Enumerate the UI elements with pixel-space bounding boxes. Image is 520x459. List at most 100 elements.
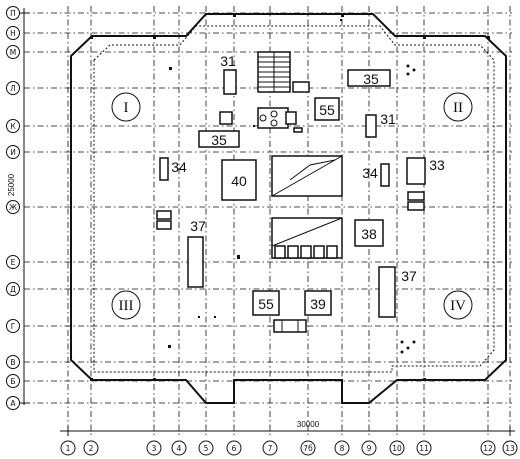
vertical-dimension-label: 25000 [7,173,16,196]
equipment-label-37-left: 37 [190,218,206,234]
equipment-label-31-top: 31 [220,53,236,69]
equipment-55-bottom: 55 [252,290,280,316]
zone-label-ii: II [453,100,463,116]
axis-label-zh: Ж [9,203,17,212]
axis-label-col-2: 2 [89,444,94,453]
axis-bubble-col-5 [198,440,214,456]
zone-marker-iv [443,290,473,320]
axis-label-n: Н [10,29,16,38]
equipment-37-left: 37 [187,218,206,288]
axis-label-col-3: 3 [152,444,157,453]
equipment-55-top: 55 [314,97,340,121]
zone-label-iv: IV [450,298,466,314]
axis-bubble-p [6,6,20,20]
axis-label-v: В [10,358,15,367]
zone-label-i: I [124,100,129,116]
axis-bubble-col-10 [389,440,405,456]
axis-bubble-m [6,45,20,59]
horizontal-dimension-label: 30000 [297,420,320,429]
equipment-label-33: 33 [429,157,445,173]
equipment-39: 39 [304,290,332,316]
equipment-label-31-right: 31 [380,111,396,127]
axis-bubble-n [6,26,20,40]
axis-bubble-k [6,119,20,133]
axis-bubble-zh [6,200,20,214]
axis-bubble-col-2 [83,440,99,456]
axis-bubble-col-3 [146,440,162,456]
axis-label-col-6: 6 [232,444,237,453]
equipment-label-34-right: 34 [362,165,378,181]
equipment-label-35-top: 35 [363,71,379,87]
axis-label-col-10: 10 [392,444,402,453]
axis-bubble-col-12 [480,440,496,456]
equipment-33: 33 [406,157,445,185]
axis-label-col-11: 11 [419,444,429,453]
equipment-31-right: 31 [365,111,396,138]
axis-bubble-col-6 [226,440,242,456]
equipment-label-55-top: 55 [319,102,335,118]
zone-marker-ii [443,92,473,122]
central-tank-upper [271,155,343,197]
pump-units [156,191,425,333]
axis-bubble-b [6,374,20,388]
structural-columns [90,14,490,381]
central-tank-lower [271,217,343,259]
axis-label-col-8: 8 [340,444,345,453]
axis-bubble-e [6,255,20,269]
axis-label-b: Б [10,377,15,386]
outer-wall [70,13,507,404]
axis-label-k: К [10,122,16,131]
equipment-34-left: 34 [159,157,187,181]
axis-bubble-col-7b [300,440,316,456]
axis-label-i: И [10,148,16,157]
axis-label-col-13: 13 [505,444,515,453]
equipment-35-left: 35 [198,130,240,148]
axis-bubble-i [6,145,20,159]
inner-wall [93,25,495,373]
axis-bubble-col-8 [334,440,350,456]
axis-label-col-1: 1 [66,444,71,453]
zone-marker-iii [111,290,141,320]
equipment-label-39: 39 [310,296,326,312]
zone-label-iii: III [119,298,134,314]
axis-label-m: М [10,48,16,57]
equipment-label-38: 38 [361,226,377,242]
axis-bubble-l [6,81,20,95]
column-axis-labels: 1 2 3 4 5 6 7 7б 8 9 10 11 12 13 [60,440,518,456]
axis-label-col-5: 5 [204,444,209,453]
axis-bubble-g [6,319,20,333]
axis-label-col-7b: 7б [303,444,313,453]
horizontal-dimension: 30000 [60,420,515,436]
axis-label-d: Д [10,285,16,294]
equipment-34-right: 34 [362,163,390,187]
axis-bubble-a [6,396,20,410]
equipment-38: 38 [354,219,384,247]
axis-bubble-col-1 [60,440,76,456]
equipment-label-40: 40 [231,173,247,189]
equipment-31-top: 31 [220,53,237,95]
axis-label-l: Л [10,84,16,93]
axis-label-col-9: 9 [367,444,372,453]
zone-markers: I II III IV [111,92,473,320]
zone-marker-i [111,92,141,122]
equipment-label-55-bottom: 55 [258,296,274,312]
machinery-cluster [219,107,303,133]
equipment-label-35-left: 35 [211,132,227,148]
axis-bubble-col-9 [361,440,377,456]
axis-label-e: Е [11,258,16,267]
equipment-40: 40 [221,159,257,201]
axis-bubble-col-7 [262,440,278,456]
axis-label-col-12: 12 [483,444,493,453]
axis-bubble-d [6,282,20,296]
axis-bubble-col-11 [416,440,432,456]
fixture-dots [400,64,416,354]
axis-label-a: А [10,399,16,408]
equipment-label-37-right: 37 [401,268,417,284]
row-axis-labels: П Н М Л К И Ж Е Д Г В Б А [6,6,20,410]
equipment-label-34-left: 34 [171,159,187,175]
axis-bubble-v [6,355,20,369]
axis-label-p: П [10,9,16,18]
staircase [257,51,310,93]
